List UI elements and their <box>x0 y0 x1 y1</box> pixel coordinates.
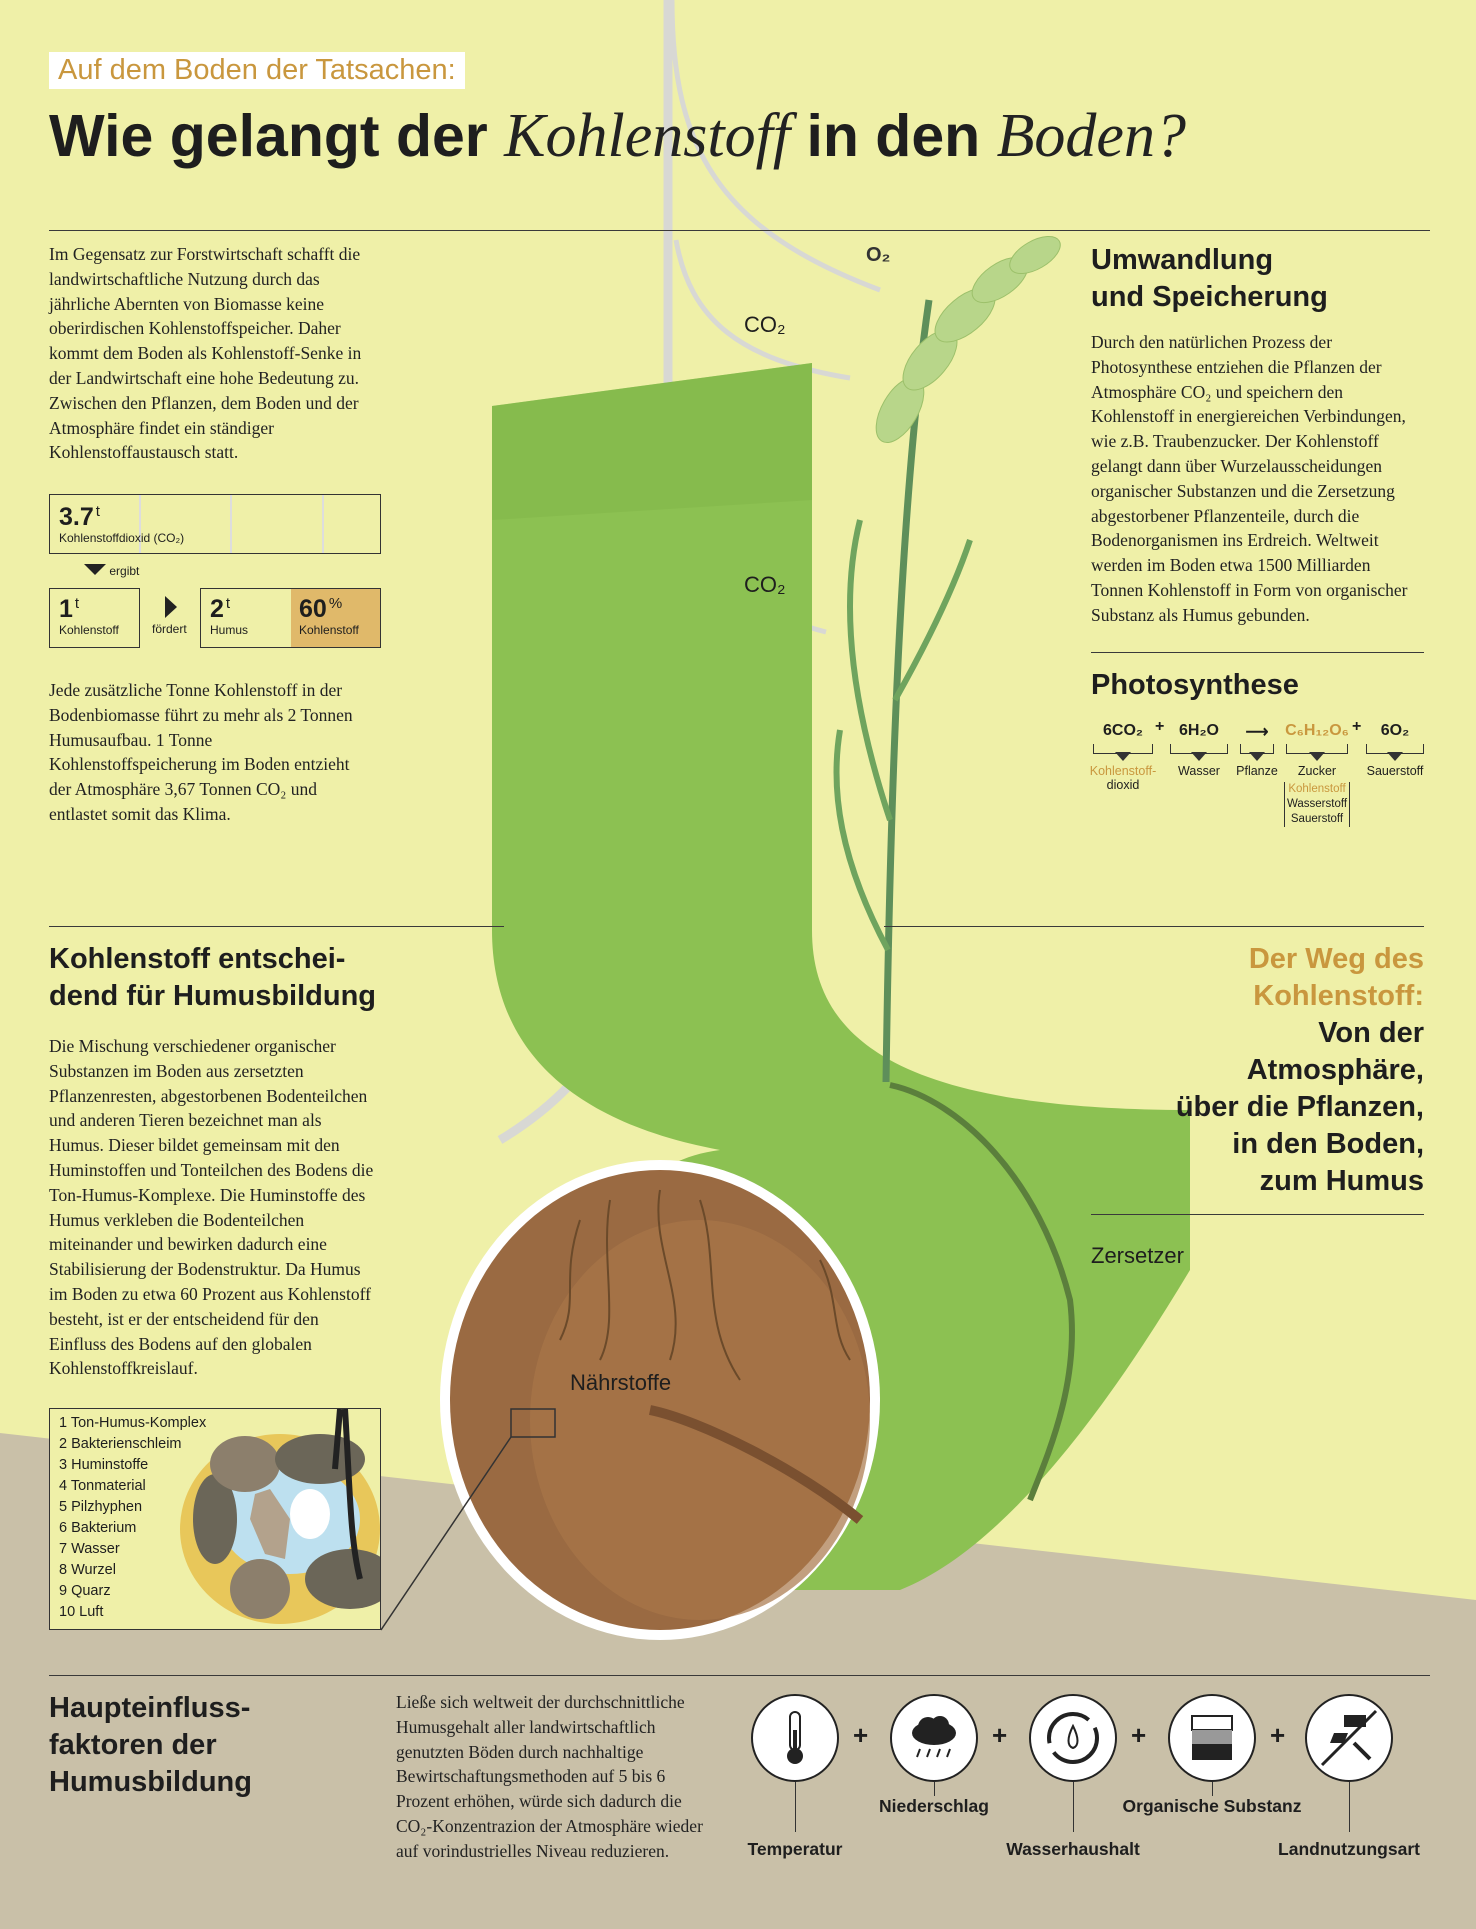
divider <box>49 230 1430 231</box>
co2-label: CO₂ <box>744 572 786 597</box>
soil-structure-diagram <box>180 1409 380 1624</box>
thermometer-icon <box>751 1694 839 1782</box>
divider <box>1091 652 1424 653</box>
kicker: Auf dem Boden der Tatsachen: <box>49 52 465 89</box>
unit: t <box>95 503 100 520</box>
factor-label: Temperatur <box>747 1839 843 1859</box>
co2-value: 3.7 <box>59 503 94 531</box>
water-cycle-icon <box>1029 1694 1117 1782</box>
factor-label: Wasserhaushalt <box>1006 1839 1140 1859</box>
humus-title: Kohlenstoff entschei-dend für Humusbildu… <box>49 943 377 1012</box>
intro-text: Im Gegensatz zur Forstwirtschaft schafft… <box>49 244 362 463</box>
divider <box>1091 1214 1424 1215</box>
tractor-tools-icon <box>1305 1694 1393 1782</box>
naehrstoffe-label: Nährstoffe <box>570 1370 672 1395</box>
factors-text: Ließe sich weltweit der durchschnittlich… <box>396 1692 703 1861</box>
divider <box>884 926 1424 927</box>
detail-marker <box>510 1408 556 1438</box>
o2-label: O₂ <box>866 244 891 266</box>
foerdert-label: fördert <box>152 622 187 636</box>
rain-cloud-icon <box>890 1694 978 1782</box>
stats-text: Jede zusätzliche Tonne Kohlenstoff in de… <box>49 680 353 824</box>
co2-label: CO₂ <box>744 312 786 337</box>
title-part: Wie gelangt der <box>49 103 505 169</box>
triangle-right-icon <box>165 596 177 623</box>
title-emphasis: Kohlenstoff <box>504 102 791 170</box>
co2-label: Kohlenstoffdioxid (CO₂) <box>59 531 185 545</box>
ergibt-label: ergibt <box>84 564 139 578</box>
divider <box>49 1675 1430 1676</box>
photosynthese-title: Photosynthese <box>1091 669 1299 701</box>
divider <box>49 926 504 927</box>
factor-label: Organische Substanz <box>1122 1796 1302 1816</box>
page-title: Wie gelangt der Kohlenstoff in den Boden… <box>49 102 1186 170</box>
soil-layers-icon <box>1168 1694 1256 1782</box>
triangle-down-icon <box>84 564 106 575</box>
wheat-ear <box>875 235 1061 443</box>
title-part: in den <box>790 103 997 169</box>
zersetzer-label: Zersetzer <box>1091 1243 1184 1268</box>
title-emphasis: Boden? <box>996 102 1186 170</box>
factor-label: Niederschlag <box>879 1796 989 1816</box>
umwandlung-text: Durch den natürlichen Prozess der Photos… <box>1091 332 1408 625</box>
factor-label: Landnutzungsart <box>1278 1839 1420 1859</box>
humus-text: Die Mischung verschiedener organischer S… <box>49 1036 374 1379</box>
